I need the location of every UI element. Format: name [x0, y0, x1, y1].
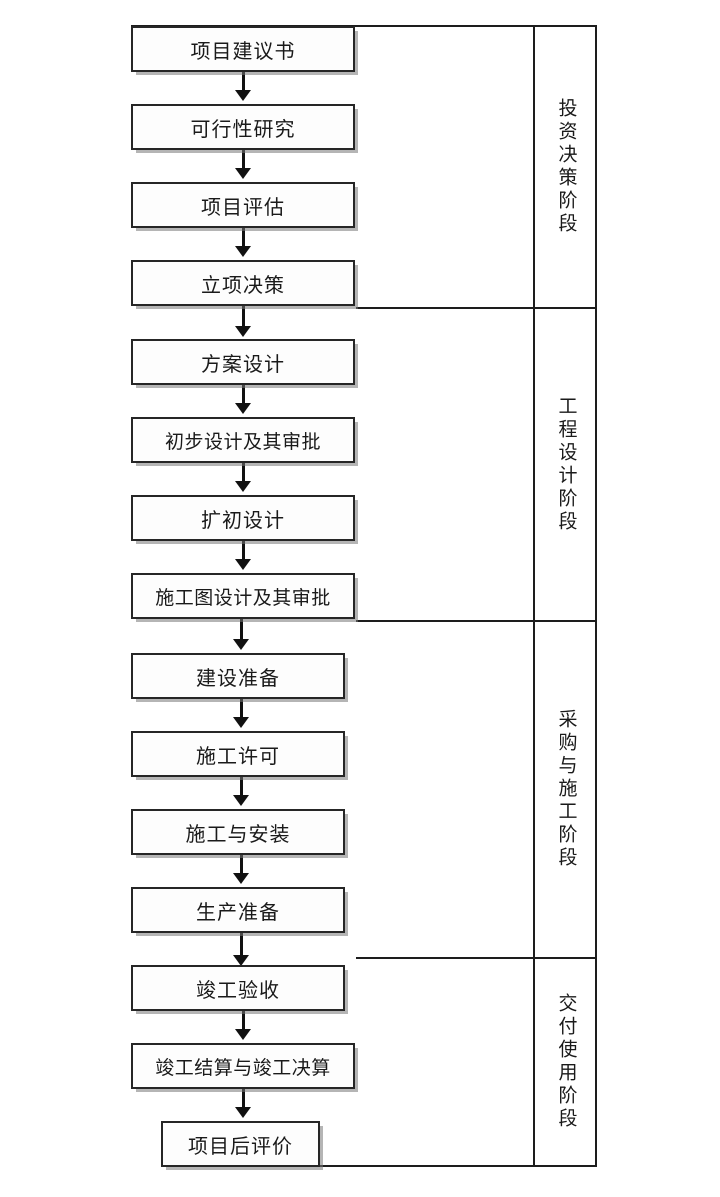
node-project-appraisal[interactable]: 项目评估 — [131, 182, 355, 228]
node-project-proposal[interactable]: 项目建议书 — [131, 26, 355, 72]
node-final-settlement-and-final-account[interactable]: 竣工结算与竣工决算 — [131, 1043, 355, 1089]
arrow-head-n4-n5 — [235, 326, 251, 337]
connector-n7-n8 — [242, 541, 245, 561]
node-construction-preparation[interactable]: 建设准备 — [131, 653, 345, 699]
node-post-project-evaluation[interactable]: 项目后评价 — [161, 1121, 320, 1167]
node-production-preparation[interactable]: 生产准备 — [131, 887, 345, 933]
frame-divider-phase1-phase2 — [356, 307, 597, 309]
phase-label-investment-decision: 投资决策阶段 — [555, 98, 577, 236]
node-scheme-design[interactable]: 方案设计 — [131, 339, 355, 385]
connector-n12-n13 — [240, 933, 243, 957]
arrow-head-n5-n6 — [235, 403, 251, 414]
node-construction-permit[interactable]: 施工许可 — [131, 731, 345, 777]
node-feasibility-study[interactable]: 可行性研究 — [131, 104, 355, 150]
frame-top-border — [131, 25, 597, 27]
frame-divider-phase3-phase4 — [356, 957, 597, 959]
connector-n9-n10 — [240, 699, 243, 719]
node-completion-acceptance[interactable]: 竣工验收 — [131, 965, 345, 1011]
arrow-head-n13-n14 — [235, 1029, 251, 1040]
frame-divider-phase2-phase3 — [356, 620, 597, 622]
connector-n14-n15 — [242, 1089, 245, 1109]
arrow-head-n8-n9 — [233, 639, 249, 650]
connector-n11-n12 — [240, 855, 243, 875]
frame-right-border — [595, 25, 597, 1167]
phase-label-procurement-construction: 采购与施工阶段 — [555, 709, 577, 870]
connector-n5-n6 — [242, 385, 245, 405]
connector-n10-n11 — [240, 777, 243, 797]
arrow-head-n11-n12 — [233, 873, 249, 884]
arrow-head-n14-n15 — [235, 1107, 251, 1118]
connector-n2-n3 — [242, 150, 245, 170]
arrow-head-n2-n3 — [235, 168, 251, 179]
frame-bottom-border — [320, 1165, 597, 1167]
node-extended-preliminary-design[interactable]: 扩初设计 — [131, 495, 355, 541]
arrow-head-n7-n8 — [235, 559, 251, 570]
connector-n13-n14 — [242, 1011, 245, 1031]
node-project-approval-decision[interactable]: 立项决策 — [131, 260, 355, 306]
connector-n4-n5 — [242, 306, 245, 328]
arrow-head-n12-n13 — [233, 955, 249, 966]
arrow-head-n10-n11 — [233, 795, 249, 806]
frame-inner-vertical-divider — [533, 25, 535, 1167]
node-preliminary-design-and-approval[interactable]: 初步设计及其审批 — [131, 417, 355, 463]
node-construction-and-installation[interactable]: 施工与安装 — [131, 809, 345, 855]
connector-n6-n7 — [242, 463, 245, 483]
connector-n3-n4 — [242, 228, 245, 248]
phase-label-handover-use: 交付使用阶段 — [555, 993, 577, 1131]
connector-n8-n9 — [240, 619, 243, 641]
connector-n1-n2 — [242, 72, 245, 92]
arrow-head-n6-n7 — [235, 481, 251, 492]
arrow-head-n3-n4 — [235, 246, 251, 257]
phase-label-engineering-design: 工程设计阶段 — [555, 395, 577, 534]
arrow-head-n9-n10 — [233, 717, 249, 728]
arrow-head-n1-n2 — [235, 90, 251, 101]
node-construction-drawing-design-and-approval[interactable]: 施工图设计及其审批 — [131, 573, 355, 619]
